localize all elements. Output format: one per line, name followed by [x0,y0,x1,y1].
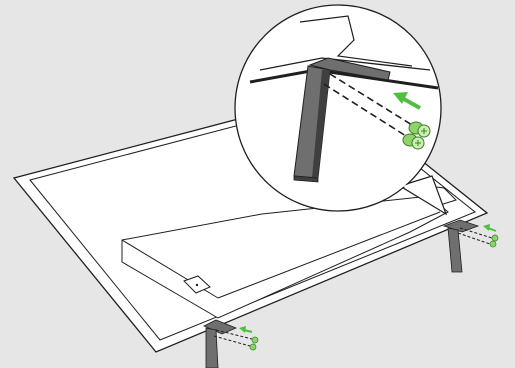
insert-arrow-icon [239,326,252,333]
stand-right [444,220,498,272]
stand-left-leg [206,328,218,368]
insert-arrow-icon [483,224,496,231]
magnifier-circle [235,5,441,211]
screw-icon [490,235,498,247]
tv-port-dot [196,284,198,286]
stand-right-screw-path-2 [458,233,490,244]
stand-right-leg [448,228,462,272]
stand-left-screw-path-2 [214,336,250,346]
magnifier-callout [235,5,446,214]
stand-left [204,320,258,368]
